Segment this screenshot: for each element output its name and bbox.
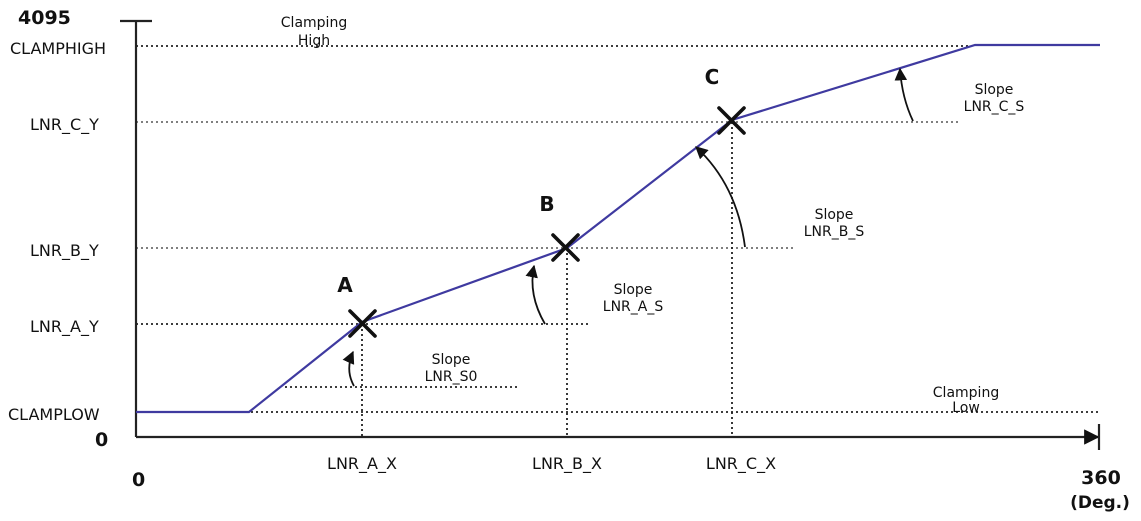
clamping-high-label-line1: Clamping	[281, 15, 347, 31]
slope-a-arc	[525, 264, 546, 325]
lnr-b-x-label: LNR_B_X	[532, 454, 602, 474]
point-c-label: C	[705, 65, 720, 89]
clamping-low-label-line1: Clamping	[933, 385, 999, 401]
lnr-c-x-label: LNR_C_X	[706, 454, 776, 474]
clamping-high-label-line2: High	[298, 33, 330, 49]
slope-b-name: LNR_B_S	[804, 224, 865, 240]
slope-s0-name: LNR_S0	[425, 369, 478, 385]
x-max-label: 360	[1081, 467, 1121, 489]
point-a-label: A	[337, 273, 353, 297]
slope-a-title: Slope	[614, 282, 653, 298]
slope-c-title: Slope	[975, 82, 1014, 98]
slope-b-arc	[695, 146, 746, 248]
slope-c-arc	[894, 67, 914, 122]
y-top-label: 4095	[18, 7, 71, 29]
lnr-c-y-label: LNR_C_Y	[30, 115, 99, 135]
slope-b-title: Slope	[815, 207, 854, 223]
transfer-curve	[136, 43, 1100, 414]
clamping-low-label-line2: Low	[952, 400, 980, 416]
point-b-label: B	[539, 192, 554, 216]
x-zero-label: 0	[132, 469, 145, 491]
lnr-a-x-label: LNR_A_X	[327, 454, 397, 474]
clamphigh-label: CLAMPHIGH	[10, 39, 106, 58]
y-zero-label: 0	[95, 429, 108, 451]
point-a-marker	[348, 309, 377, 338]
x-unit-label: (Deg.)	[1070, 493, 1130, 513]
slope-s0-title: Slope	[432, 352, 471, 368]
slope-a-name: LNR_A_S	[603, 299, 664, 315]
clamplow-label: CLAMPLOW	[8, 405, 100, 424]
lnr-b-y-label: LNR_B_Y	[30, 241, 99, 261]
slope-s0-arc	[342, 350, 355, 387]
lnr-a-y-label: LNR_A_Y	[30, 317, 99, 337]
slope-c-name: LNR_C_S	[964, 99, 1025, 115]
point-c-marker	[717, 106, 746, 135]
point-b-marker	[551, 233, 580, 262]
